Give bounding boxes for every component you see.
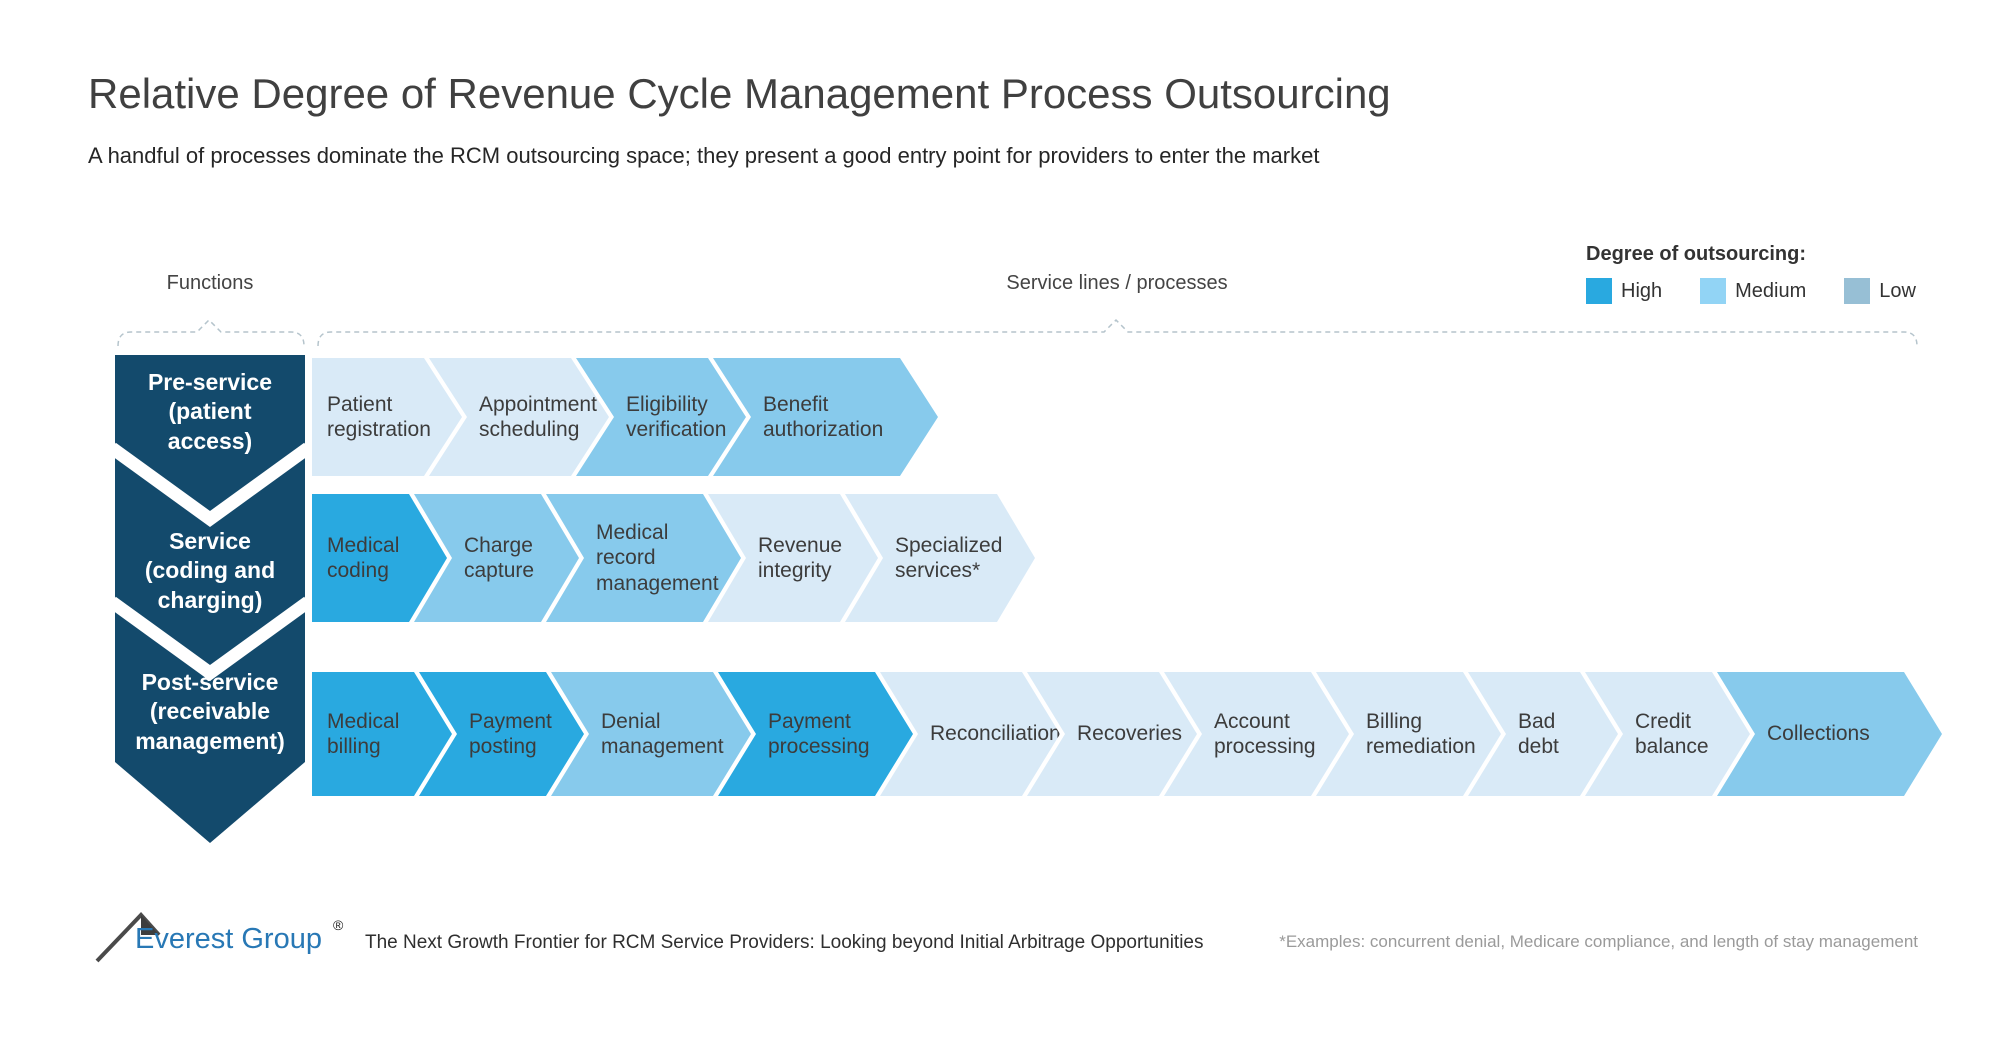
legend-swatch-low xyxy=(1844,278,1871,304)
process-label: Benefit authorization xyxy=(763,392,884,441)
function-label: Service (coding and charging) xyxy=(144,528,276,613)
legend-items: High Medium Low xyxy=(1586,278,1926,304)
process-label: Medical record management xyxy=(596,521,719,595)
process-chevron: Reconciliation xyxy=(880,672,1060,796)
process-label: Payment posting xyxy=(469,709,552,758)
legend-label: High xyxy=(1621,279,1663,302)
functions-column-label: Functions xyxy=(166,272,254,294)
process-row: Medical coding Charge capture Medical reco… xyxy=(312,494,1035,622)
process-label: Appointment scheduling xyxy=(479,392,597,441)
process-label: Revenue integrity xyxy=(758,533,843,582)
process-label: Billing remediation xyxy=(1366,709,1476,758)
process-label: Medical billing xyxy=(327,709,400,758)
function-label: Post-service (receivable management) xyxy=(135,669,285,754)
process-label: Eligibility verification xyxy=(626,392,727,441)
source-title: The Next Growth Frontier for RCM Service… xyxy=(365,932,1204,953)
footnote: *Examples: concurrent denial, Medicare c… xyxy=(1279,932,1918,951)
process-label: Credit balance xyxy=(1635,709,1709,758)
process-label: Account processing xyxy=(1214,709,1316,758)
processes-column-label: Service lines / processes xyxy=(1006,272,1228,294)
process-label: Recoveries xyxy=(1077,722,1183,746)
process-label: Specialized services* xyxy=(895,533,1003,582)
process-label: Charge capture xyxy=(464,533,535,582)
processes-brace xyxy=(317,318,1918,347)
page-title: Relative Degree of Revenue Cycle Managem… xyxy=(88,70,1391,117)
process-chevron: Specialized services* xyxy=(845,494,1035,622)
process-chevron: Eligibility verification xyxy=(576,358,746,476)
legend-label: Medium xyxy=(1735,279,1807,302)
banner-chevron-divider xyxy=(108,442,312,528)
process-label: Reconciliation xyxy=(930,722,1061,746)
process-label: Collections xyxy=(1767,722,1870,746)
functions-brace xyxy=(117,318,305,347)
process-chevron: Collections xyxy=(1717,672,1942,796)
legend-label: Low xyxy=(1879,279,1916,302)
function-label: Pre-service (patient access) xyxy=(147,369,273,454)
process-chevron: Recoveries xyxy=(1027,672,1197,796)
process-label: Denial management xyxy=(601,709,724,758)
process-chevron: Patient registration xyxy=(312,358,462,476)
legend-item-medium: Medium xyxy=(1700,278,1806,304)
process-label: Medical coding xyxy=(327,533,400,582)
legend-swatch-medium xyxy=(1700,278,1727,304)
legend-item-high: High xyxy=(1586,278,1662,304)
brand-name: Everest Group xyxy=(135,923,322,955)
legend-title: Degree of outsourcing: xyxy=(1586,243,1807,265)
outsourcing-legend: Degree of outsourcing: High Medium Low xyxy=(1586,243,1926,304)
process-row: Patient registration Appointment scheduli… xyxy=(312,358,938,476)
registered-trademark: ® xyxy=(333,917,344,933)
process-label: Patient registration xyxy=(327,392,431,441)
everest-logo-icon xyxy=(95,912,161,963)
legend-item-low: Low xyxy=(1844,278,1916,304)
process-label: Bad debt xyxy=(1518,709,1559,758)
footer-brand: Everest Group ® xyxy=(95,903,895,965)
legend-swatch-high xyxy=(1586,278,1612,304)
page-subtitle: A handful of processes dominate the RCM … xyxy=(88,143,1320,168)
process-chevron: Benefit authorization xyxy=(713,358,938,476)
process-row: Medical billing Payment posting Denial man… xyxy=(312,672,1942,796)
process-label: Payment processing xyxy=(768,709,870,758)
